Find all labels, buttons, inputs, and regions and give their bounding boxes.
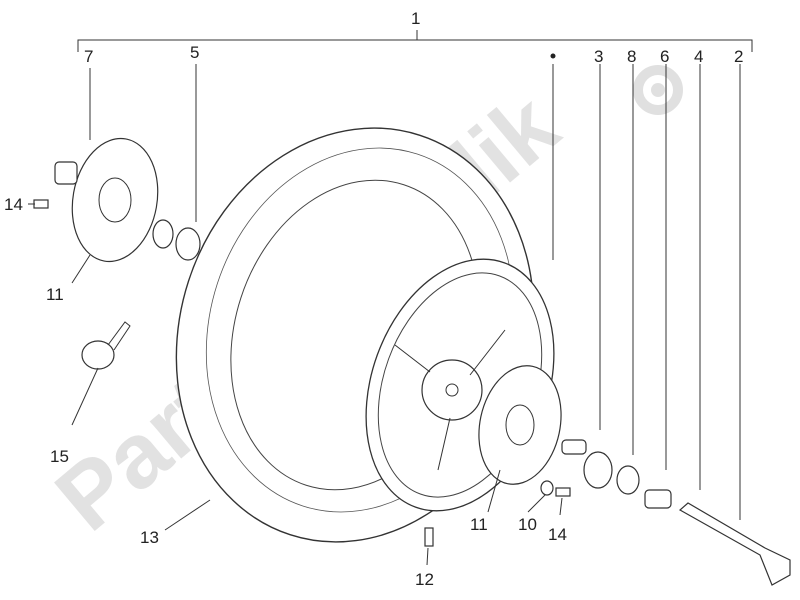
gear-icon xyxy=(633,65,683,115)
callout-5: 5 xyxy=(190,43,199,62)
bushing-4 xyxy=(644,489,672,509)
washer-10 xyxy=(540,480,554,496)
callout-13: 13 xyxy=(140,528,159,547)
nut xyxy=(54,161,78,185)
callout-15: 15 xyxy=(50,447,69,466)
callout-14-right: 14 xyxy=(548,525,567,544)
callout-10: 10 xyxy=(518,515,537,534)
callout-14-left: 14 xyxy=(4,195,23,214)
callout-4: 4 xyxy=(694,47,703,66)
brake-disc-left xyxy=(71,137,159,263)
valve-12 xyxy=(424,527,434,547)
callout-11-left: 11 xyxy=(46,285,64,304)
callout-8: 8 xyxy=(627,47,636,66)
spacer-3 xyxy=(561,439,587,455)
bolt-right xyxy=(555,487,571,497)
assembly-bracket xyxy=(77,30,753,52)
clamp xyxy=(81,321,131,370)
bullet-marker xyxy=(550,53,556,59)
bearing-left xyxy=(152,219,201,261)
bearing-8 xyxy=(583,451,613,489)
callout-3: 3 xyxy=(594,47,603,66)
callout-6: 6 xyxy=(660,47,669,66)
callout-12: 12 xyxy=(415,570,434,589)
bolt-left xyxy=(33,199,49,209)
callouts: 1 7 5 14 11 15 13 3 8 6 4 2 11 10 14 12 xyxy=(4,9,743,589)
leader-lines xyxy=(28,64,741,566)
callout-7: 7 xyxy=(84,47,93,66)
brake-disc-right xyxy=(478,365,562,485)
axle-2 xyxy=(678,502,791,586)
seal-6 xyxy=(616,465,640,495)
callout-2: 2 xyxy=(734,47,743,66)
callout-11-right: 11 xyxy=(470,515,488,534)
callout-1: 1 xyxy=(411,9,420,28)
